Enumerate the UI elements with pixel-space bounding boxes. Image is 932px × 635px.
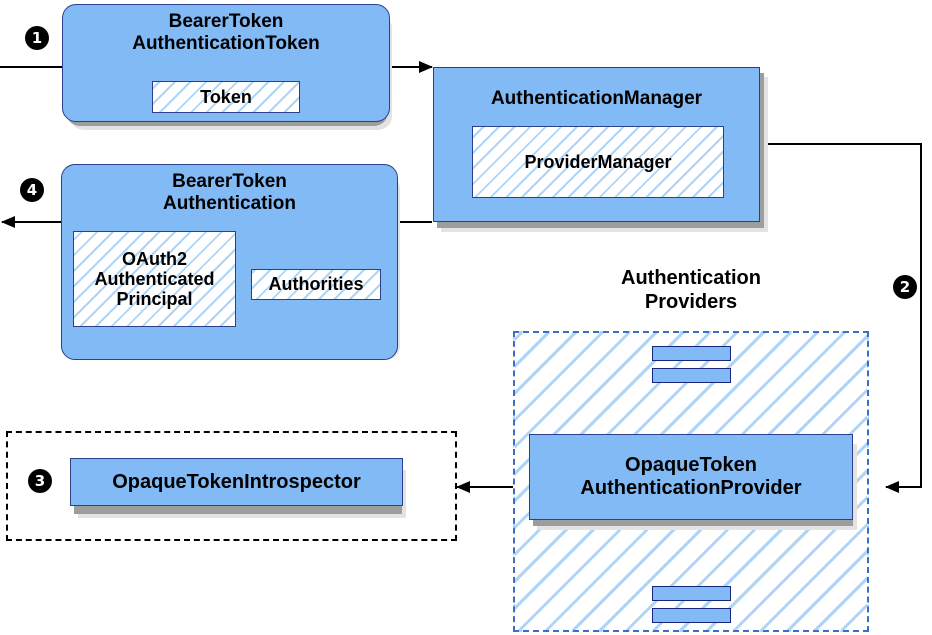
badge-step-2: 2: [893, 275, 917, 299]
node-bearer-token-authentication-token[interactable]: BearerToken AuthenticationToken Token: [62, 4, 390, 122]
inner-token-label: Token: [200, 86, 252, 107]
inner-oauth2-principal-box[interactable]: OAuth2 Authenticated Principal: [73, 231, 236, 327]
inner-principal-line3: Principal: [116, 289, 193, 310]
node-title: BearerToken AuthenticationToken: [132, 11, 320, 55]
badge-step-4-text: 4: [26, 181, 38, 199]
badge-step-3-text: 3: [34, 472, 46, 490]
badge-step-3: 3: [28, 469, 52, 493]
heading-line2: Providers: [644, 291, 738, 313]
inner-token-box[interactable]: Token: [152, 81, 300, 113]
node-title-line1: BearerToken: [172, 171, 287, 192]
inner-provider-manager-box[interactable]: ProviderManager: [472, 126, 724, 198]
badge-step-1-text: 1: [31, 29, 43, 47]
node-title: BearerToken Authentication: [163, 171, 296, 215]
node-opaque-token-introspector[interactable]: OpaqueTokenIntrospector: [70, 458, 403, 506]
opaque-token-introspector-region: [6, 431, 457, 541]
node-title: OpaqueToken AuthenticationProvider: [580, 454, 801, 500]
provider-stub-bar-top-1: [652, 346, 731, 361]
inner-principal-line2: Authenticated: [94, 268, 215, 289]
node-title-line2: Authentication: [163, 192, 296, 214]
node-title-line1: OpaqueToken: [625, 454, 757, 476]
heading-line1: Authentication: [621, 267, 761, 289]
inner-principal-line1: OAuth2: [122, 248, 187, 269]
provider-stub-bar-top-2: [652, 368, 731, 383]
inner-authorities-label: Authorities: [268, 274, 364, 294]
node-title-line2: AuthenticationToken: [132, 32, 320, 54]
node-title: OpaqueTokenIntrospector: [112, 470, 361, 493]
provider-stub-bar-bottom-2: [652, 608, 731, 623]
badge-step-4: 4: [20, 178, 44, 202]
badge-step-2-text: 2: [899, 278, 911, 296]
node-authentication-manager[interactable]: AuthenticationManager ProviderManager: [433, 67, 760, 222]
provider-stub-bar-bottom-1: [652, 586, 731, 601]
node-title-line2: AuthenticationProvider: [580, 477, 802, 499]
node-bearer-token-authentication[interactable]: BearerToken Authentication OAuth2 Authen…: [61, 164, 398, 360]
inner-authorities-box[interactable]: Authorities: [251, 269, 381, 300]
node-title: AuthenticationManager: [490, 88, 703, 109]
authentication-providers-heading: Authentication Providers: [513, 266, 869, 314]
node-title-line1: BearerToken: [168, 11, 284, 32]
inner-provider-manager-label: ProviderManager: [524, 151, 672, 172]
node-opaque-token-authentication-provider[interactable]: OpaqueToken AuthenticationProvider: [529, 434, 853, 520]
badge-step-1: 1: [25, 26, 49, 50]
